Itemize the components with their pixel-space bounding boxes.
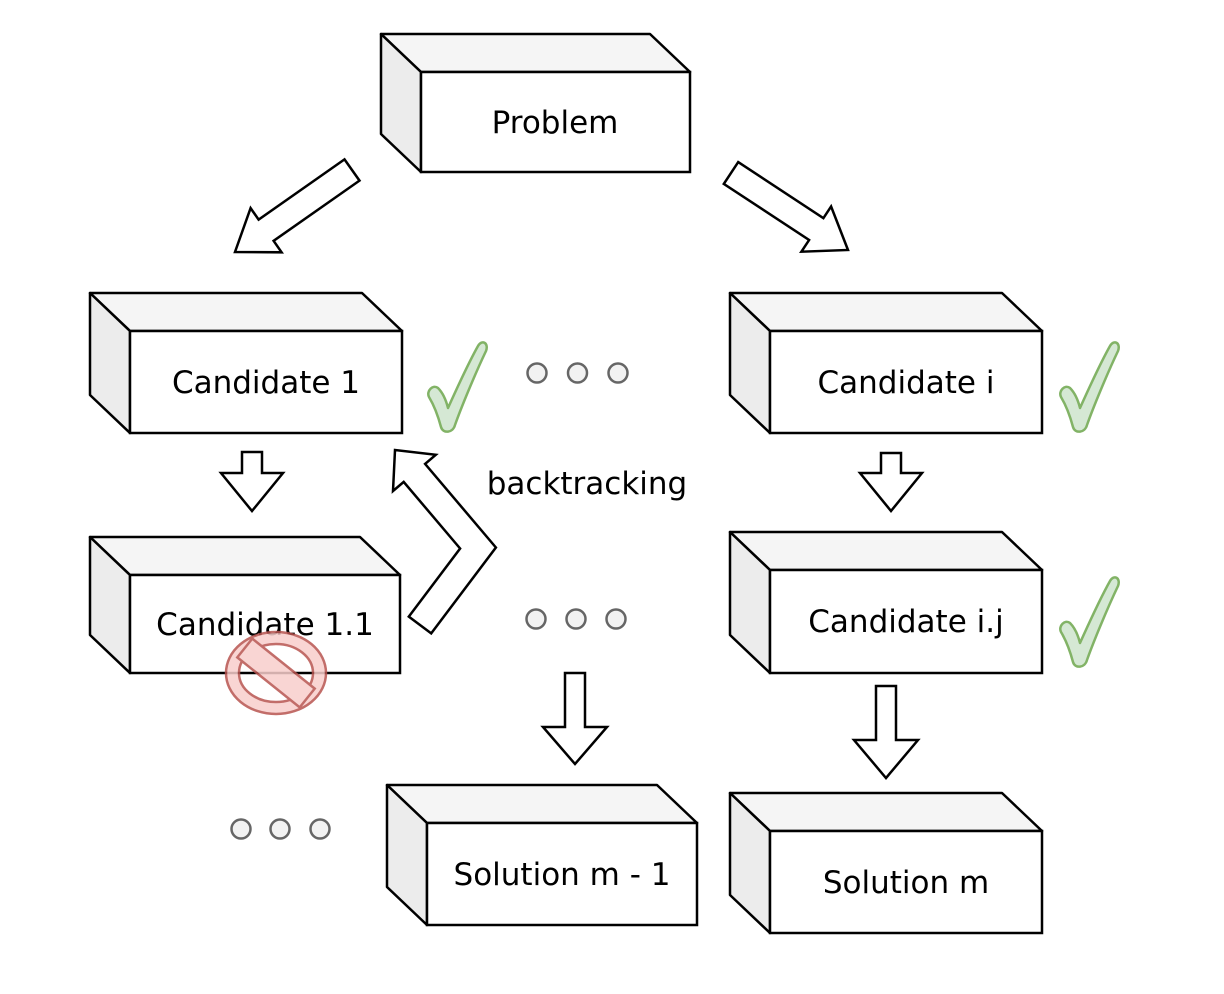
arrow-candidate-i-j-to-solution-m — [851, 684, 921, 780]
candidate-1-box: Candidate 1 — [88, 291, 404, 435]
dot — [526, 362, 548, 384]
check-icon — [427, 341, 488, 433]
dot — [566, 362, 589, 384]
problem-box: Problem — [379, 32, 692, 174]
candidate-1-box-top-face — [88, 291, 404, 333]
candidate-i-j-box: Candidate i.j — [728, 530, 1044, 675]
candidate-i-box-front-face — [768, 329, 1044, 435]
candidate-1-label: Candidate 1 — [172, 365, 360, 401]
dot — [230, 818, 252, 840]
dot — [565, 608, 587, 630]
dot — [605, 608, 627, 630]
candidate-1-1-box: Candidate 1.1 — [88, 535, 402, 675]
candidate-i-box-top-face — [728, 291, 1044, 333]
solution-m-box-front-face — [768, 829, 1044, 935]
candidate-1-1-box-top-face — [88, 535, 402, 577]
backtracking-label: backtracking — [487, 466, 688, 502]
dot — [309, 818, 331, 840]
dot — [525, 608, 547, 630]
arrow-candidate-1-to-1-1 — [218, 450, 286, 513]
arrow-candidate-i-to-i-j — [857, 451, 925, 513]
problem-box-front-face — [419, 70, 692, 174]
candidate-i-box: Candidate i — [728, 291, 1044, 435]
dot — [607, 362, 629, 384]
solution-m-1-box: Solution m - 1 — [385, 783, 699, 927]
solution-m-box: Solution m — [728, 791, 1044, 935]
check-icon — [1059, 576, 1120, 668]
solution-m-1-box-front-face — [425, 821, 699, 927]
solution-m-1-label: Solution m - 1 — [454, 857, 671, 893]
solution-m-box-top-face — [728, 791, 1044, 833]
dot — [269, 818, 291, 840]
backtracking-arrow — [391, 448, 498, 636]
no-entry-slash — [235, 636, 317, 710]
candidate-i-j-label: Candidate i.j — [808, 604, 1003, 640]
ellipsis-dots-bottom — [230, 818, 331, 840]
problem-box-top-face — [379, 32, 692, 74]
solution-m-1-box-top-face — [385, 783, 699, 825]
check-icon — [1059, 341, 1120, 433]
candidate-1-box-front-face — [128, 329, 404, 435]
arrow-problem-to-candidate-i — [722, 160, 850, 254]
candidate-i-j-box-top-face — [728, 530, 1044, 572]
solution-m-label: Solution m — [823, 865, 989, 901]
ellipsis-dots-middle — [525, 608, 627, 630]
candidate-i-j-box-front-face — [768, 568, 1044, 675]
arrow-problem-to-candidate-1 — [233, 157, 362, 254]
arrow-to-solution-m-1 — [540, 671, 610, 766]
problem-label: Problem — [492, 105, 619, 141]
candidate-i-label: Candidate i — [818, 365, 995, 401]
ellipsis-dots-top — [526, 362, 629, 384]
no-entry-icon — [224, 630, 328, 716]
